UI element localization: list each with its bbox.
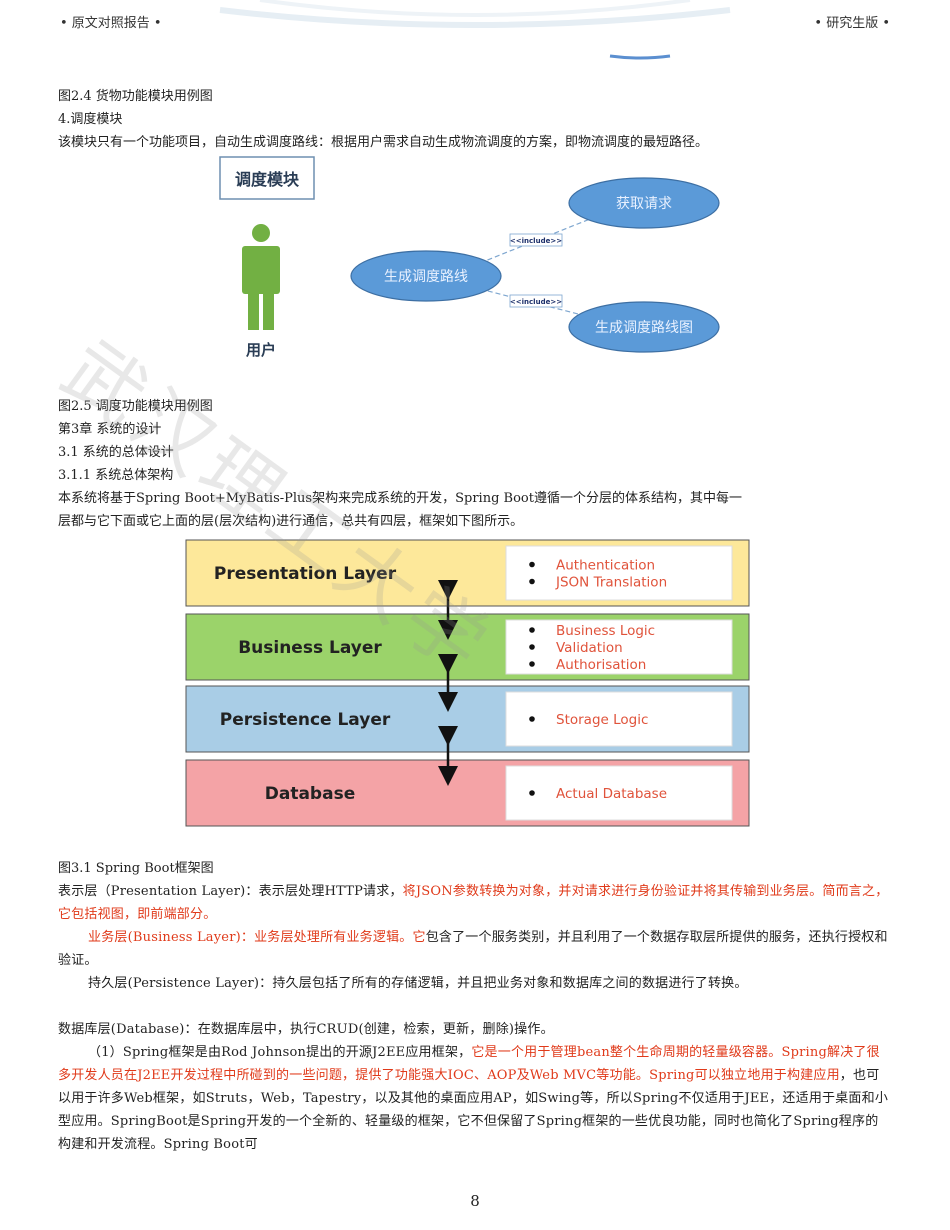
paragraph-business-text: 包含了一个服务类别，并且利用了一个数据存取层所提供的服务，还执行授权和验证。 xyxy=(58,930,888,968)
usecase-bottom xyxy=(568,301,720,353)
layer-item-label: Storage Logic xyxy=(556,712,648,728)
layer-detail-box-persistence-layer xyxy=(505,691,733,747)
layer-item-label: JSON Translation xyxy=(555,575,667,591)
usecase-bottom-label: 生成调度路线图 xyxy=(595,320,693,336)
section-3-1-heading: 3.1 系统的总体设计 xyxy=(58,445,174,460)
layer-item-bullet xyxy=(529,790,535,796)
figure-2-4-caption: 图2.4 货物功能模块用例图 xyxy=(58,89,213,104)
layer-detail-box-presentation-layer xyxy=(505,545,733,601)
architecture-intro-line2: 层都与它下面或它上面的层(层次结构)进行通信，总共有四层，框架如下图所示。 xyxy=(58,514,524,529)
layer-item-label: Authorisation xyxy=(556,657,646,673)
paragraph-presentation: 表示层（Presentation Layer)：表示层处理HTTP请求，将JSO… xyxy=(58,880,890,926)
module-title: 调度模块 xyxy=(235,170,300,189)
section-3-1-1-heading: 3.1.1 系统总体架构 xyxy=(58,468,174,483)
section-4-heading: 4.调度模块 xyxy=(58,112,123,127)
paragraph-presentation-highlight: 将JSON参数转换为对象，并对请求进行身份验证并将其传输到业务层。简而言之，它包… xyxy=(58,884,889,922)
layer-name-presentation-layer: Presentation Layer xyxy=(214,564,397,584)
actor-icon xyxy=(242,224,280,330)
layer-item-label: Business Logic xyxy=(556,623,655,639)
header-right: • 研究生版 • xyxy=(814,16,890,31)
layer-item-label: Authentication xyxy=(556,558,655,574)
header-left: • 原文对照报告 • xyxy=(60,16,162,31)
paragraph-spring-text-c: ，也可以用于许多Web框架，如Struts，Web，Tapestry，以及其他的… xyxy=(58,1068,889,1152)
layer-item-label: Validation xyxy=(556,640,623,656)
include-label-top: <<include>> xyxy=(510,237,562,245)
usecase-top xyxy=(568,177,720,229)
figure-3-1-caption: 图3.1 Spring Boot框架图 xyxy=(58,861,214,876)
paragraph-spring-text-a: （1）Spring框架是由Rod Johnson提出的开源J2EE应用框架， xyxy=(88,1045,472,1060)
include-label-bottom: <<include>> xyxy=(510,298,562,306)
paragraph-spring: （1）Spring框架是由Rod Johnson提出的开源J2EE应用框架，它是… xyxy=(58,1041,890,1156)
architecture-intro-line1: 本系统将基于Spring Boot+MyBatis-Plus架构来完成系统的开发… xyxy=(58,491,742,506)
chapter-3-heading: 第3章 系统的设计 xyxy=(58,422,162,437)
layer-name-persistence-layer: Persistence Layer xyxy=(220,710,391,730)
layer-item-bullet xyxy=(529,661,535,667)
paragraph-business: 业务层(Business Layer)：业务层处理所有业务逻辑。它包含了一个服务… xyxy=(58,926,890,972)
layer-name-database: Database xyxy=(265,784,355,804)
layer-item-bullet xyxy=(529,578,535,585)
paragraph-spring-highlight: 它是一个用于管理bean整个生命周期的轻量级容器。Spring解决了很多开发人员… xyxy=(58,1045,880,1083)
layer-item-bullet xyxy=(529,561,535,568)
usecase-center-label: 生成调度路线 xyxy=(384,269,468,285)
usecase-diagram: 调度模块 用户 <<include>> <<include>> 生成调度路线 获… xyxy=(219,156,720,359)
section-4-description: 该模块只有一个功能项目，自动生成调度路线：根据用户需求自动生成物流调度的方案，即… xyxy=(58,135,709,150)
page-number: 8 xyxy=(470,1192,480,1210)
paragraph-presentation-text: 表示层（Presentation Layer)：表示层处理HTTP请求， xyxy=(58,884,403,899)
usecase-top-label: 获取请求 xyxy=(616,196,672,212)
paragraph-business-highlight: 业务层(Business Layer)：业务层处理所有业务逻辑。它 xyxy=(88,930,426,945)
paragraph-database: 数据库层(Database)：在数据库层中，执行CRUD(创建，检索，更新，删除… xyxy=(58,1022,554,1037)
module-title-box xyxy=(219,156,315,200)
layer-name-business-layer: Business Layer xyxy=(238,638,382,658)
layer-item-bullet xyxy=(529,644,535,650)
usecase-center xyxy=(350,250,502,302)
layer-detail-box-database xyxy=(505,765,733,821)
layer-item-bullet xyxy=(529,627,535,633)
header-decoration xyxy=(219,0,731,60)
actor-label: 用户 xyxy=(246,341,276,359)
figure-2-5-caption: 图2.5 调度功能模块用例图 xyxy=(58,399,213,414)
layer-detail-box-business-layer xyxy=(505,619,733,675)
layer-item-bullet xyxy=(529,716,535,722)
paragraph-persistence: 持久层(Persistence Layer)：持久层包括了所有的存储逻辑，并且把… xyxy=(88,976,748,991)
layer-item-label: Actual Database xyxy=(556,786,667,802)
